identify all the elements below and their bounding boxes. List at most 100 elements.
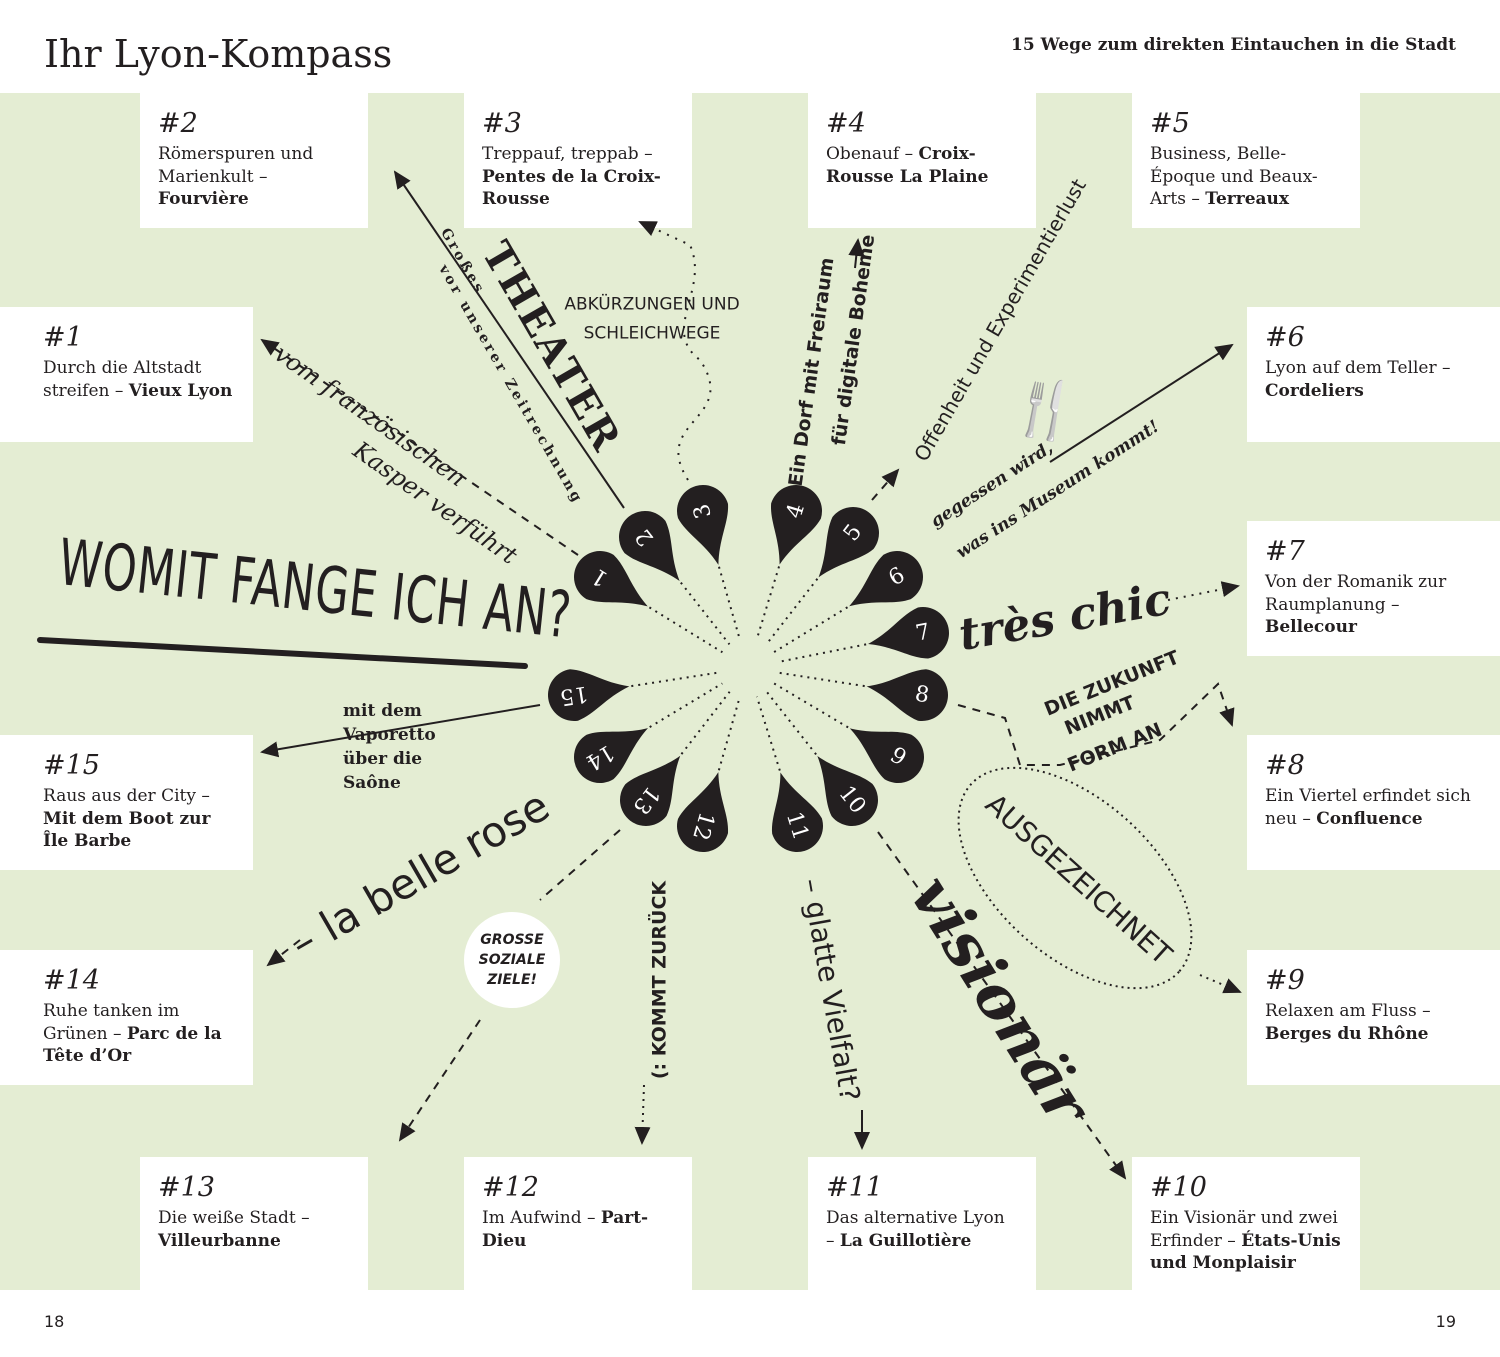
- page-subtitle: 15 Wege zum direkten Eintauchen in die S…: [1011, 35, 1456, 55]
- pin-number: 8: [913, 682, 931, 709]
- card-district: Bellecour: [1265, 617, 1357, 637]
- pin-10[interactable]: 10: [765, 690, 889, 837]
- arrow-to-2: [393, 170, 625, 509]
- pin-dotted-line: [717, 696, 741, 771]
- card-text: Das alternative Lyon –: [826, 1208, 1005, 1251]
- ausgezeichnet-ellipse: [957, 766, 1193, 990]
- arrow-to-8: [957, 682, 1235, 766]
- arrow-to-9: [1199, 974, 1242, 994]
- card-number: #7: [1265, 536, 1305, 567]
- pin-dotted-line: [649, 682, 723, 728]
- card-text: Treppauf, treppab –: [482, 144, 653, 164]
- pin-12[interactable]: 12: [671, 696, 743, 858]
- card-text: Durch die Altstadt streifen –: [43, 358, 202, 401]
- pin-13[interactable]: 13: [610, 691, 731, 837]
- arrow-to-7: [1167, 581, 1240, 601]
- card-number: #8: [1265, 750, 1305, 781]
- card-district: La Guillotière: [839, 1230, 972, 1251]
- shortcuts-text-1: ABKÜRZUNGEN UND: [564, 294, 740, 315]
- pin-dotted-line: [755, 566, 780, 640]
- card-text: Raus aus der City –: [43, 786, 210, 806]
- pin-marker-icon: [868, 607, 949, 659]
- arrow-to-3: [638, 221, 712, 481]
- card-text: Ein Viertel erfindet sich neu –: [1265, 786, 1471, 829]
- pin-dotted-line: [777, 643, 867, 664]
- card-number: #3: [482, 108, 522, 139]
- pin-8[interactable]: 8: [777, 661, 952, 725]
- card-district: Confluence: [1316, 808, 1423, 829]
- pin-5[interactable]: 5: [765, 497, 889, 645]
- pin-marker-icon: [619, 511, 680, 582]
- pin-marker-icon: [574, 728, 648, 783]
- pin-marker-icon: [574, 551, 648, 607]
- card-district: Berges du Rhône: [1265, 1023, 1429, 1044]
- green-background: [0, 93, 1500, 1290]
- pin-dotted-line: [680, 581, 731, 646]
- pin-2[interactable]: 2: [608, 500, 731, 646]
- pin-dotted-line: [765, 578, 819, 645]
- card-text: Relaxen am Fluss –: [1265, 1001, 1431, 1021]
- card-district: Vieux Lyon: [128, 380, 233, 401]
- card-text: Von der Romanik zur Raumplanung –: [1265, 572, 1447, 615]
- card-number: #5: [1150, 108, 1190, 139]
- fork-icon: 🍴: [1005, 371, 1086, 448]
- pin-3[interactable]: 3: [671, 479, 744, 640]
- card-text: Im Aufwind –: [482, 1208, 601, 1228]
- pin-marker-icon: [818, 507, 879, 578]
- pin-marker-icon: [677, 772, 729, 852]
- pin-marker-icon: [620, 755, 681, 826]
- pin-1[interactable]: 1: [564, 541, 723, 654]
- vaporetto-text-2: Vaporetto: [343, 725, 436, 745]
- pin-dotted-line: [648, 606, 723, 654]
- pin-marker-icon: [866, 669, 948, 721]
- card-district: Fourvière: [158, 189, 249, 209]
- pin-dotted-line: [631, 671, 719, 688]
- arrow-to-15: [260, 704, 541, 758]
- card-district: Villeurbanne: [158, 1230, 281, 1251]
- pin-9[interactable]: 9: [773, 682, 934, 792]
- pin-number: 15: [558, 681, 590, 710]
- card-district: Mit dem Boot zur Île Barbe: [43, 808, 211, 852]
- card-text: Römerspuren und Marienkult –: [158, 144, 314, 187]
- card-text: Ein Visionär und zwei Erfinder –: [1150, 1208, 1338, 1251]
- pin-4[interactable]: 4: [755, 479, 829, 640]
- vaporetto-text-3: über die: [343, 749, 423, 769]
- pin-marker-icon: [771, 485, 822, 565]
- vaporetto-text-4: Saône: [343, 773, 401, 793]
- card-district: Cordeliers: [1265, 380, 1364, 401]
- pin-7[interactable]: 7: [777, 602, 953, 669]
- card-text: Obenauf –: [826, 144, 919, 164]
- pin-marker-icon: [677, 485, 728, 565]
- pin-15[interactable]: 15: [544, 661, 719, 725]
- card-number: #6: [1265, 322, 1305, 353]
- card-district: Parc de la Tête d’Or: [43, 1023, 222, 1067]
- card-text: Lyon auf dem Teller –: [1265, 358, 1451, 378]
- pin-6[interactable]: 6: [773, 541, 933, 654]
- arrow-to-10: [877, 831, 1127, 1180]
- card-number: #2: [158, 108, 198, 139]
- card-district: Croix-Rousse La Plaine: [826, 144, 989, 187]
- arrow-to-4: [848, 238, 865, 269]
- page-number-right: 19: [1435, 1312, 1456, 1331]
- pin-11[interactable]: 11: [755, 696, 830, 859]
- shortcuts-text-2: SCHLEICHWEGE: [583, 323, 721, 344]
- pin-14[interactable]: 14: [564, 682, 723, 792]
- pin-marker-icon: [817, 756, 878, 826]
- arrow-to-1: [260, 338, 579, 556]
